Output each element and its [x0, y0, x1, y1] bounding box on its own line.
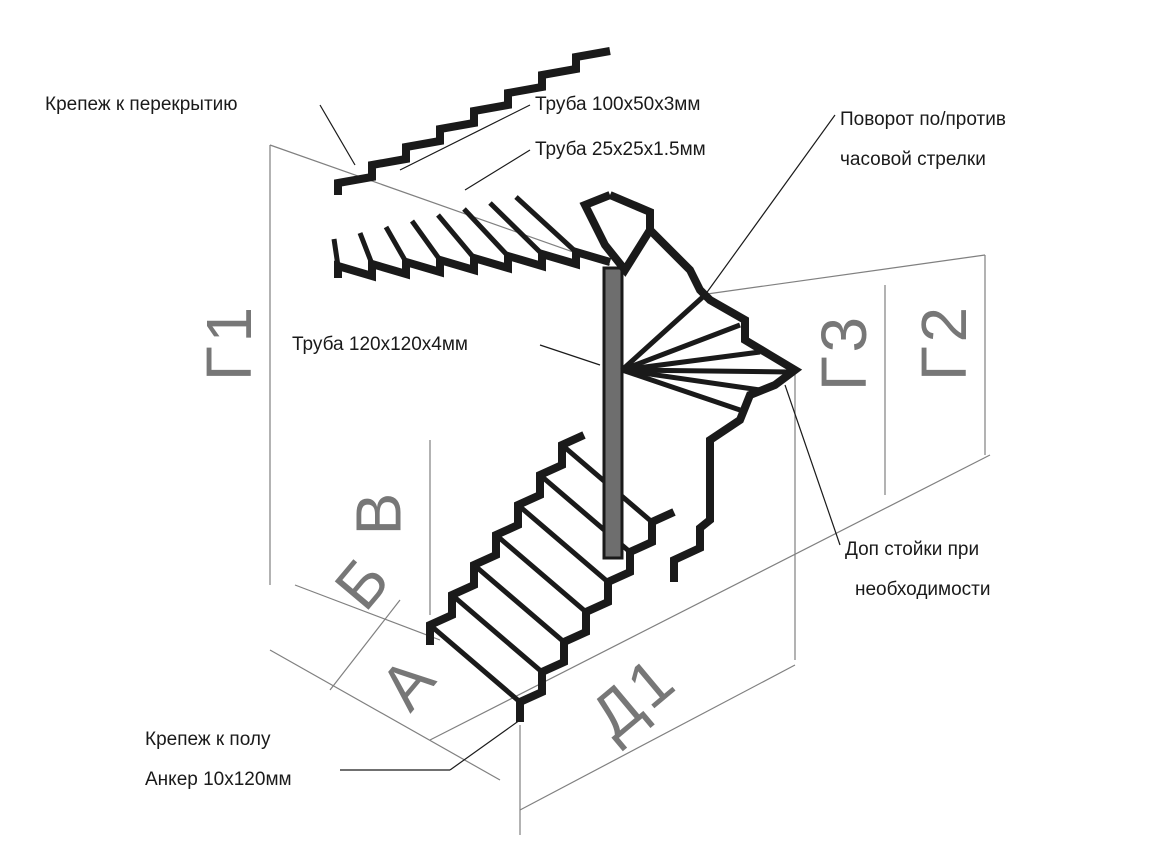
label-pipe-25x25: Труба 25x25x1.5мм [535, 139, 706, 160]
upper-tread-bar [488, 201, 544, 256]
winder-step-bar [621, 349, 761, 373]
leader-line [539, 344, 601, 366]
label-pipe-120x120: Труба 120x120x4мм [292, 334, 468, 355]
upper-tread-bar [357, 232, 375, 265]
dimension-lines [269, 144, 991, 835]
center-post-120x120 [602, 266, 624, 560]
winder-step-bar [620, 293, 707, 372]
dimension-line [294, 584, 441, 641]
winder-outer-stringer [608, 191, 803, 582]
label-turn-line2: часовой стрелки [840, 149, 986, 170]
label-floor-fastening: Крепеж к полу [145, 729, 271, 750]
dimension-line [699, 254, 986, 296]
dimension-line [519, 664, 796, 811]
leader-line [399, 104, 531, 171]
dimension-line [429, 454, 991, 741]
winder-step-bar [621, 367, 741, 413]
upper-tread-bar [331, 238, 341, 267]
stair-frame [331, 47, 803, 722]
label-extra-posts-line1: Доп стойки при [845, 539, 980, 560]
label-extra-posts-line2: необходимости [855, 579, 991, 600]
winder-step-bar [621, 322, 741, 373]
leader-line [319, 104, 356, 166]
lower-tread-bar [516, 503, 610, 584]
upper-stringer-bottom [334, 246, 612, 282]
lower-tread-bar [472, 563, 566, 644]
label-anchor: Анкер 10x120мм [145, 769, 292, 790]
winder-step-bar [621, 367, 761, 393]
winder-step-bar [621, 367, 791, 375]
leader-line [704, 114, 836, 296]
leader-line [449, 719, 521, 771]
lower-tread-bar [428, 623, 522, 704]
leader-lines [319, 104, 841, 771]
upper-tread-bar [409, 219, 443, 262]
dimension-g3: Г3 [808, 312, 881, 392]
label-ceiling-fastening: Крепеж к перекрытию [45, 94, 238, 115]
dimension-g2: Г2 [908, 302, 981, 382]
label-turn-line1: Поворот по/против [840, 109, 1006, 130]
label-pipe-100x50: Труба 100x50x3мм [535, 94, 701, 115]
dimension-line [269, 649, 501, 781]
upper-stringer-top [334, 47, 611, 195]
dimension-v: В [342, 488, 415, 536]
lower-tread-bar [494, 533, 588, 614]
upper-tread-bar [462, 207, 510, 258]
landing-frame [579, 191, 654, 277]
dimension-g1: Г1 [193, 302, 266, 382]
upper-tread-bar [436, 213, 476, 260]
leader-line [784, 384, 841, 546]
leader-line [464, 149, 531, 191]
upper-tread-bar [514, 195, 578, 254]
dimension-line [269, 144, 611, 266]
dimension-line [329, 599, 401, 691]
upper-tread-bar [383, 225, 409, 264]
lower-tread-bar [450, 593, 544, 674]
